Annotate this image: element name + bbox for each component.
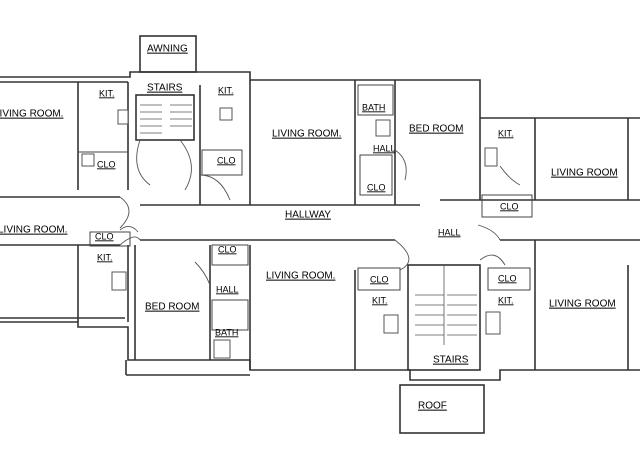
building-outline xyxy=(0,71,640,381)
label-kit-ur: KIT. xyxy=(498,128,514,138)
unit-lower-middle xyxy=(134,244,251,370)
label-kit-lc: KIT. xyxy=(372,295,388,305)
unit-upper-right xyxy=(481,118,629,218)
unit-upper-left xyxy=(77,82,129,190)
label-bath-lower: BATH xyxy=(215,327,238,337)
label-kit-lr: KIT. xyxy=(498,295,514,305)
stairs-top-block xyxy=(135,94,195,191)
label-clo-ur: CLO xyxy=(500,201,519,211)
label-living-ul: LIVING ROOM. xyxy=(0,109,63,120)
unit-lower-center xyxy=(354,239,410,370)
label-living-ll: LIVING ROOM. xyxy=(0,225,67,236)
label-hallway: HALLWAY xyxy=(285,210,331,221)
label-clo-uc: CLO xyxy=(367,182,386,192)
label-kit-ul: KIT. xyxy=(99,88,115,98)
unit-lower-right xyxy=(485,240,629,370)
label-clo-lc: CLO xyxy=(370,274,389,284)
label-clo-lm: CLO xyxy=(218,244,237,254)
label-bed-upper: BED ROOM xyxy=(409,124,463,135)
label-living-lc: LIVING ROOM. xyxy=(266,271,335,282)
label-living-ur: LIVING ROOM xyxy=(551,168,618,179)
label-hall-lower: HALL xyxy=(438,227,461,237)
label-roof: ROOF xyxy=(418,401,447,412)
unit-lower-left xyxy=(77,226,139,322)
label-bed-lower: BED ROOM xyxy=(145,302,199,313)
label-clo-lr: CLO xyxy=(498,273,517,283)
unit-upper-middle xyxy=(199,80,251,205)
label-kit-um: KIT. xyxy=(218,85,234,95)
label-bath-upper: BATH xyxy=(362,102,385,112)
label-clo-um: CLO xyxy=(217,155,236,165)
label-living-lr: LIVING ROOM xyxy=(549,299,616,310)
stairs-bottom-block xyxy=(407,254,506,371)
label-stairs-top: STAIRS xyxy=(147,83,183,94)
label-hall-upper: HALL xyxy=(373,143,396,153)
label-kit-ll: KIT. xyxy=(97,252,113,262)
roof-box xyxy=(399,384,485,434)
label-awning: AWNING xyxy=(147,44,188,55)
hallway-walls xyxy=(0,196,640,246)
label-living-uc: LIVING ROOM. xyxy=(272,129,341,140)
label-hall-lm: HALL xyxy=(216,284,239,294)
door-swings xyxy=(119,196,501,246)
label-clo-ll: CLO xyxy=(95,231,114,241)
label-stairs-bottom: STAIRS xyxy=(433,355,469,366)
unit-upper-center xyxy=(354,80,481,205)
label-clo-ul: CLO xyxy=(97,159,116,169)
